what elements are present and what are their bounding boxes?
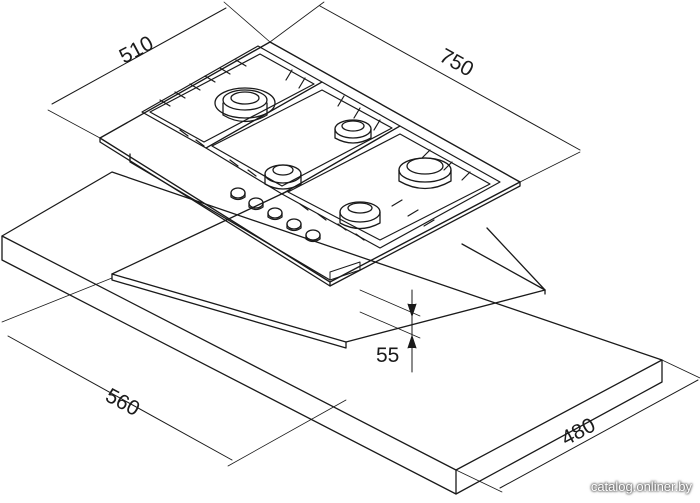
watermark: catalog.onliner.by [590, 479, 692, 494]
dim-560-line [1, 277, 347, 467]
burner-wok [214, 87, 276, 123]
dimension-lines [1, 1, 700, 493]
dim-510-label: 510 [116, 32, 158, 69]
burner-middle-left [264, 164, 302, 190]
dim-480-line [455, 359, 700, 493]
dim-560-label: 560 [102, 384, 144, 421]
pan-support-grates [141, 45, 501, 249]
burner-front [339, 201, 381, 230]
burner-large-right [398, 157, 452, 190]
dim-750-line [269, 1, 581, 183]
countertop [1, 171, 663, 495]
control-knobs [230, 187, 321, 243]
dim-750-label: 750 [436, 44, 478, 81]
dim-55-line [359, 289, 421, 373]
burner-rear-right [334, 119, 372, 144]
dim-510-line [47, 1, 271, 139]
dim-55-label: 55 [376, 344, 399, 367]
cutout-opening [111, 189, 546, 349]
gas-hob [99, 41, 521, 287]
